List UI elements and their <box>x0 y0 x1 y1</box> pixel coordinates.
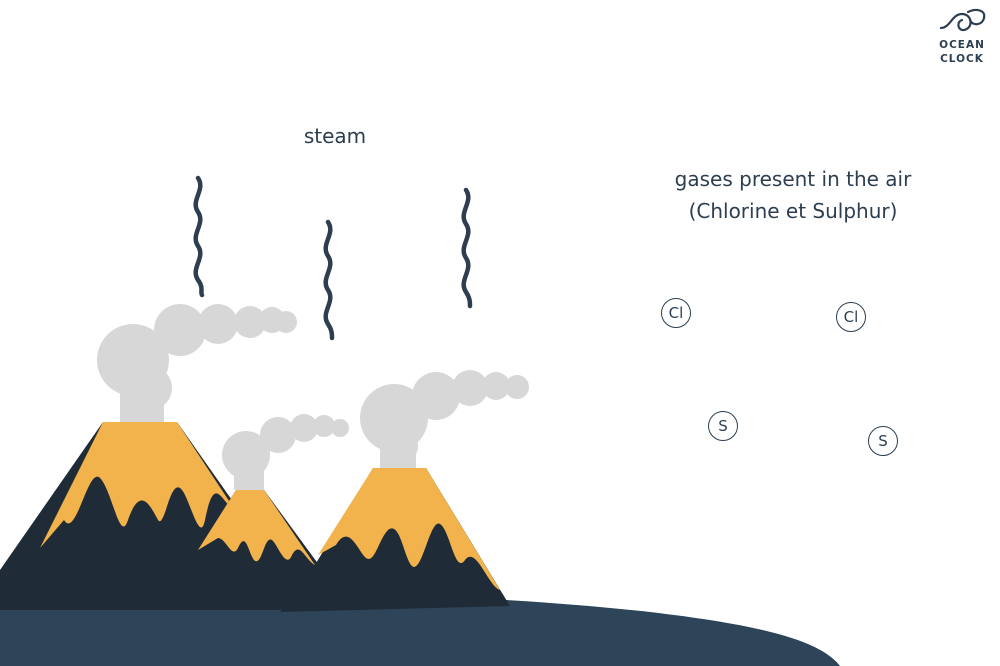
gases-caption: gases present in the air (Chlorine et Su… <box>640 163 946 227</box>
smoke-cloud-middle <box>222 414 349 490</box>
sulphur-atom: S <box>708 411 738 441</box>
steam-wisp-right <box>461 187 473 309</box>
volcano-right <box>280 468 510 612</box>
gases-caption-line2: (Chlorine et Sulphur) <box>688 199 898 223</box>
logo-wave-icon <box>939 8 986 32</box>
chlorine-atom: Cl <box>661 298 691 328</box>
steam-label: steam <box>303 124 367 148</box>
chlorine-atom: Cl <box>836 302 866 332</box>
steam-wisp-middle <box>323 219 335 341</box>
steam-wisp-left <box>193 175 205 298</box>
volcano-middle <box>180 490 330 610</box>
smoke-cloud-left <box>97 304 297 422</box>
gases-caption-line1: gases present in the air <box>674 167 912 191</box>
ground <box>0 593 840 666</box>
sulphur-atom: S <box>868 426 898 456</box>
logo-text-line1: OCEAN <box>939 39 985 51</box>
logo: OCEAN CLOCK <box>930 38 994 66</box>
logo-text-line2: CLOCK <box>940 53 984 65</box>
smoke-cloud-right <box>360 370 529 468</box>
